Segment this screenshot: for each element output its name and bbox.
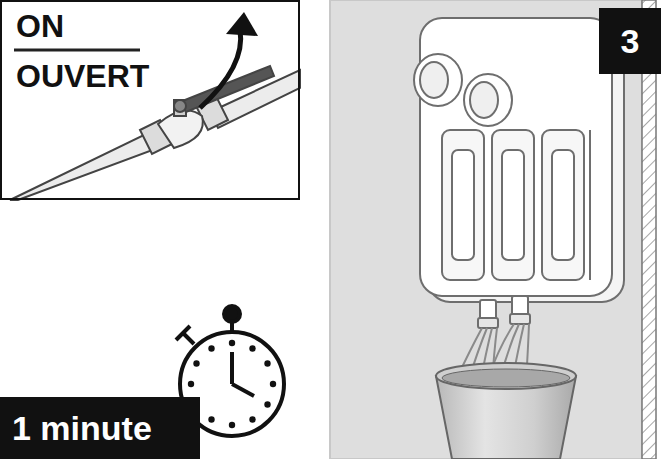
dial-dot bbox=[264, 360, 270, 366]
dial-dot bbox=[249, 345, 255, 351]
wall-unit bbox=[414, 18, 624, 328]
turn-arrow bbox=[200, 30, 241, 108]
dial-dot bbox=[229, 422, 235, 428]
step-number-box: 3 bbox=[599, 8, 661, 74]
dial-dot bbox=[264, 401, 270, 407]
knob bbox=[464, 74, 512, 126]
turn-arrow-head bbox=[226, 12, 258, 36]
valve-state-label: OUVERT bbox=[16, 60, 149, 92]
dial-dot bbox=[229, 340, 235, 346]
step-number: 3 bbox=[621, 24, 640, 58]
time-box: 1 minute bbox=[0, 397, 200, 459]
dial-dot bbox=[188, 381, 194, 387]
duration-label: 1 minute bbox=[12, 411, 152, 445]
dial-dot bbox=[193, 360, 199, 366]
dial-dot bbox=[249, 416, 255, 422]
divider-line bbox=[14, 49, 140, 52]
inset-background bbox=[0, 0, 300, 200]
dial-dot bbox=[208, 345, 214, 351]
inset-panel: ON OUVERT bbox=[0, 0, 300, 200]
bucket bbox=[436, 363, 576, 459]
dial-dot bbox=[208, 416, 214, 422]
valve-state-label: ON bbox=[16, 10, 64, 42]
dial-dot bbox=[270, 381, 276, 387]
knob bbox=[414, 54, 462, 106]
